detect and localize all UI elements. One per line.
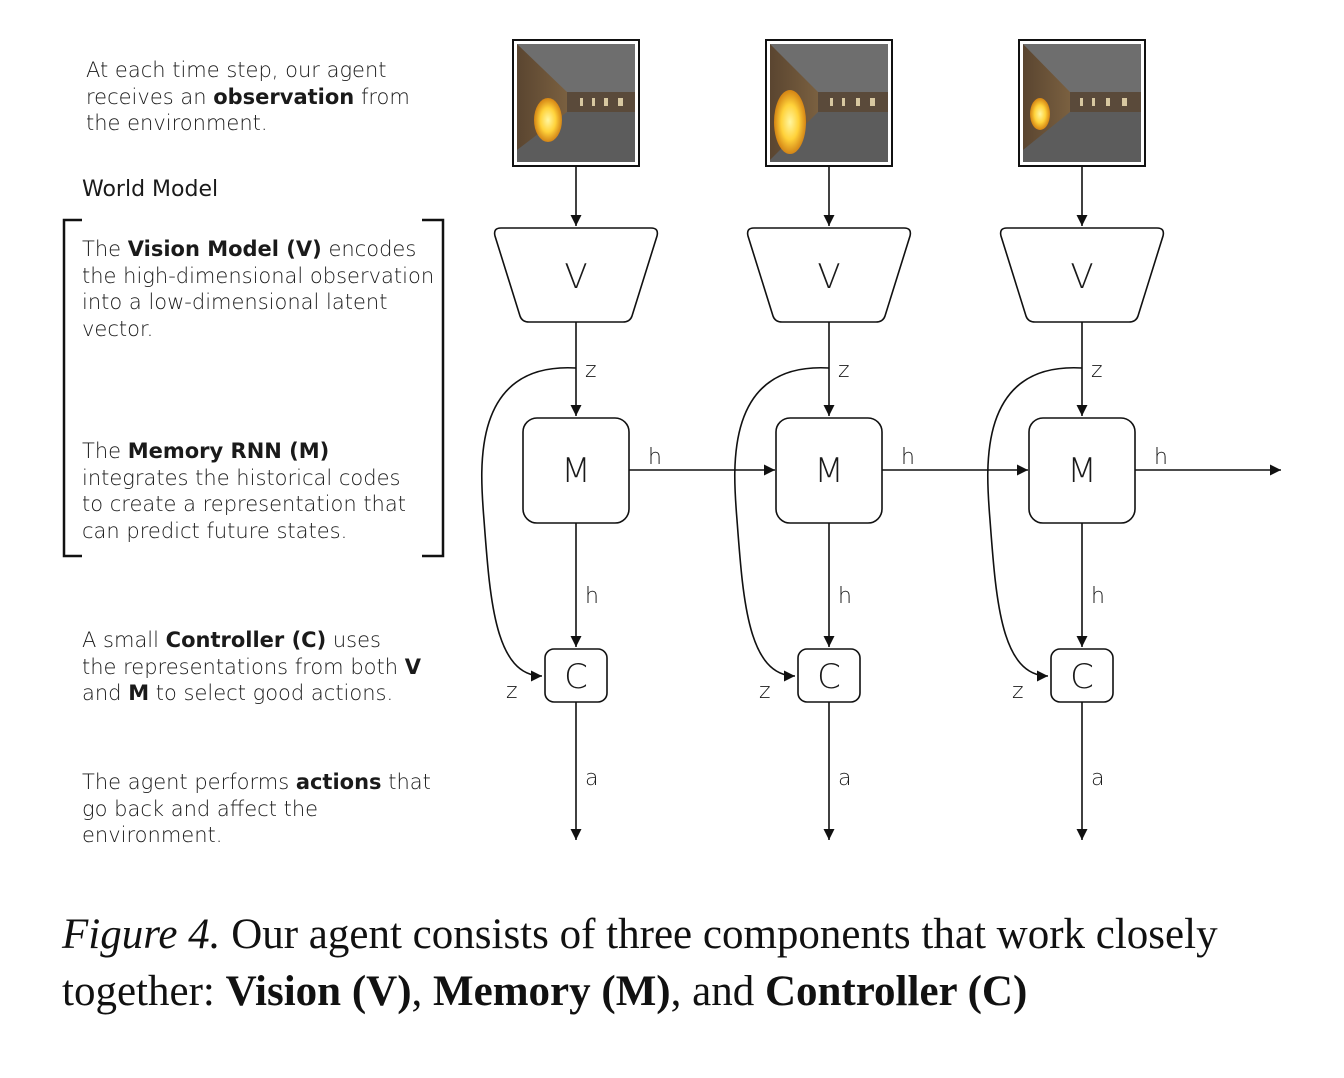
z-label-side-3: z (1012, 679, 1024, 704)
memory-label-3: M (1067, 451, 1096, 491)
figure-caption: Figure 4. Our agent consists of three co… (62, 911, 1218, 1015)
observation-annotation: At each time step, our agent receives an… (86, 58, 410, 135)
timestep-column-1: V z M h z C a (480, 39, 659, 840)
z-label-side-2: z (759, 679, 771, 704)
vision-encoder-1 (493, 227, 659, 323)
action-label-1: a (585, 766, 598, 791)
caption-controller: Controller (C) (764, 968, 1028, 1015)
recurrent-h-label-3: h (1154, 445, 1168, 470)
actions-annotation: The agent performs actions that go back … (82, 770, 431, 847)
vision-encoder-3 (999, 227, 1165, 323)
z-label-top-1: z (585, 358, 597, 383)
vision-annotation: The Vision Model (V) encodes the high-di… (82, 237, 435, 341)
action-label-2: a (838, 766, 851, 791)
caption-memory: Memory (M) (433, 968, 671, 1015)
memory-bold: Memory RNN (M) (127, 439, 330, 463)
z-label-top-2: z (838, 358, 850, 383)
controller-label-1: C (564, 657, 588, 697)
caption-prefix: Figure 4. (62, 911, 221, 958)
controller-label-3: C (1070, 657, 1094, 697)
vision-label-3: V (1070, 257, 1093, 297)
z-label-side-1: z (506, 679, 518, 704)
z-skip-connection-1 (480, 367, 577, 682)
caption-vision: Vision (V) (225, 968, 412, 1015)
z-label-top-3: z (1091, 358, 1103, 383)
h-label-down-2: h (838, 584, 852, 609)
memory-label-1: M (561, 451, 590, 491)
observation-frame-1 (512, 39, 640, 167)
h-label-down-3: h (1091, 584, 1105, 609)
world-model-title: World Model (82, 177, 219, 202)
world-model-diagram: h h h V z M h z C a (62, 39, 1281, 840)
vision-label-1: V (564, 257, 587, 297)
controller-annotation: A small Controller (C) uses the represen… (82, 628, 421, 705)
timestep-column-2: V z M h z C a (733, 39, 912, 840)
observation-bold: observation (213, 84, 355, 109)
vision-label-2: V (817, 257, 840, 297)
memory-annotation: The Memory RNN (M) integrates the histor… (82, 439, 406, 543)
world-model-bracket-right (422, 218, 445, 558)
controller-label-2: C (817, 657, 841, 697)
h-label-down-1: h (585, 584, 599, 609)
z-skip-connection-3 (986, 367, 1083, 682)
z-skip-connection-2 (733, 367, 830, 682)
action-label-3: a (1091, 766, 1104, 791)
memory-label-2: M (814, 451, 843, 491)
recurrent-h-label-1: h (648, 445, 662, 470)
recurrent-h-label-2: h (901, 445, 915, 470)
world-model-bracket-left (62, 218, 82, 558)
actions-bold: actions (295, 770, 382, 794)
observation-frame-2 (765, 39, 893, 167)
timestep-column-3: V z M h z C a (986, 39, 1165, 840)
vision-encoder-2 (746, 227, 912, 323)
observation-frame-3 (1018, 39, 1146, 167)
vision-bold: Vision Model (V) (127, 237, 322, 261)
